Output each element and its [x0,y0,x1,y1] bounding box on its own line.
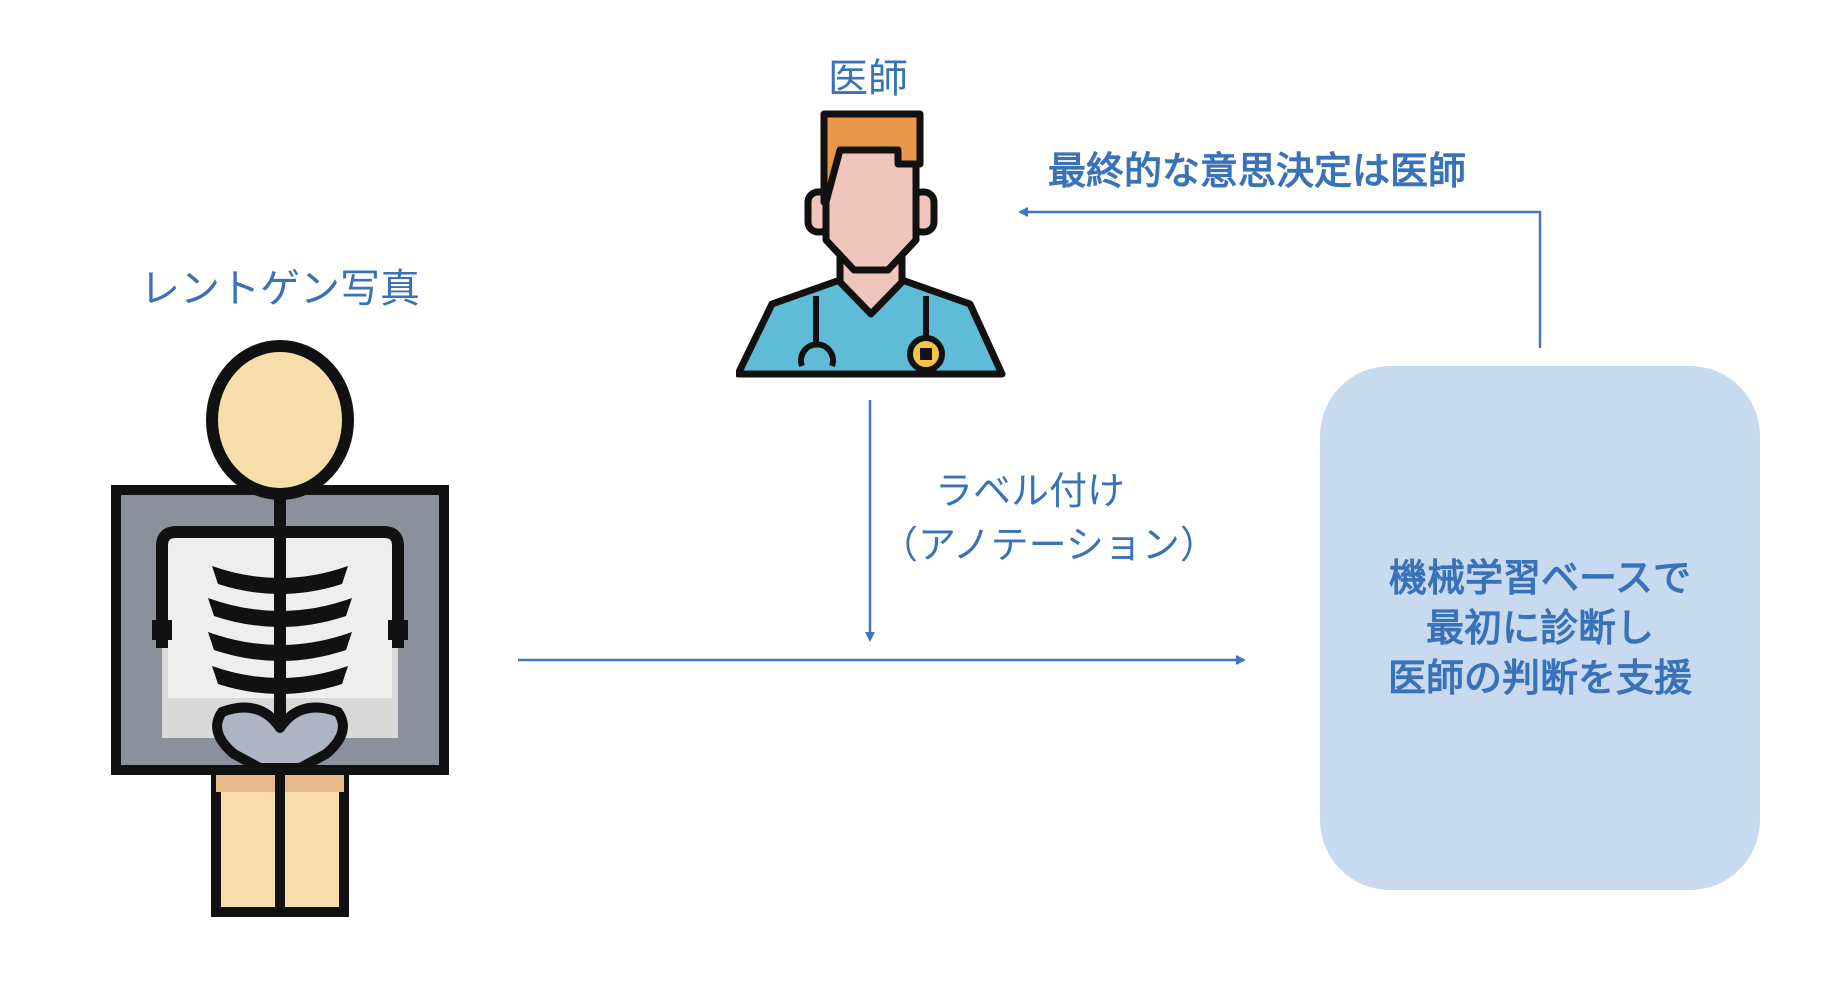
ml-support-text: 機械学習ベースで 最初に診断し 医師の判断を支援 [1388,553,1692,703]
ml-line-1: 機械学習ベースで [1388,556,1692,600]
doctor-label: 医師 [828,56,908,102]
ml-line-2: 最初に診断し [1425,606,1654,650]
doctor-icon [736,110,1006,378]
annotation-line-1: ラベル付け [934,469,1125,513]
arrow-ml-to-doctor [1018,207,1542,348]
ml-line-3: 医師の判断を支援 [1387,656,1692,700]
xray-skeleton-icon [111,340,449,917]
xray-label: レントゲン写真 [140,266,420,312]
final-decision-label: 最終的な意思決定は医師 [1048,149,1467,193]
annotation-label: ラベル付け （アノテーション） [880,464,1218,572]
annotation-line-2: （アノテーション） [880,523,1218,567]
ml-support-box: 機械学習ベースで 最初に診断し 医師の判断を支援 [1320,366,1760,890]
